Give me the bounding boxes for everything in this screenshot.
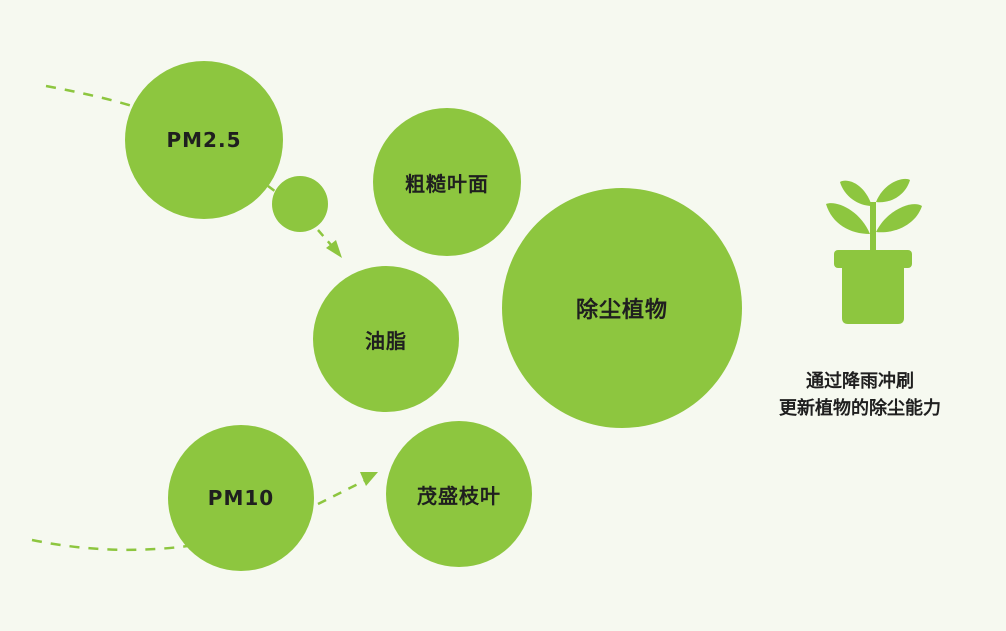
arrow-to-lush-icon (360, 472, 378, 486)
arrow-to-oil-icon (326, 240, 342, 258)
bubble-dust-plant: 除尘植物 (502, 188, 742, 428)
bubble-small (272, 176, 328, 232)
pm10-to-lush-path (317, 478, 367, 506)
bubble-rough-leaf-label: 粗糙叶面 (405, 171, 489, 196)
bubble-lush: 茂盛枝叶 (386, 421, 532, 567)
bubble-pm25-label: PM2.5 (166, 128, 242, 152)
caption-line-1: 通过降雨冲刷 (806, 371, 914, 392)
pm10-incoming-path (31, 538, 189, 552)
bubble-oil-label: 油脂 (365, 328, 407, 353)
caption-line-2: 更新植物的除尘能力 (779, 398, 941, 419)
pm25-incoming-path (45, 84, 133, 108)
bubble-pm10-label: PM10 (207, 486, 275, 510)
bubble-oil: 油脂 (313, 266, 459, 412)
bubble-lush-label: 茂盛枝叶 (417, 483, 501, 508)
small-to-oil-path (317, 229, 333, 247)
bubble-dust-plant-label: 除尘植物 (575, 298, 668, 323)
bubble-pm25: PM2.5 (125, 61, 283, 219)
potted-plant-icon (818, 170, 928, 330)
bubble-rough-leaf: 粗糙叶面 (373, 108, 521, 256)
plant-caption: 通过降雨冲刷 更新植物的除尘能力 (740, 368, 980, 422)
bubble-pm10: PM10 (168, 425, 314, 571)
